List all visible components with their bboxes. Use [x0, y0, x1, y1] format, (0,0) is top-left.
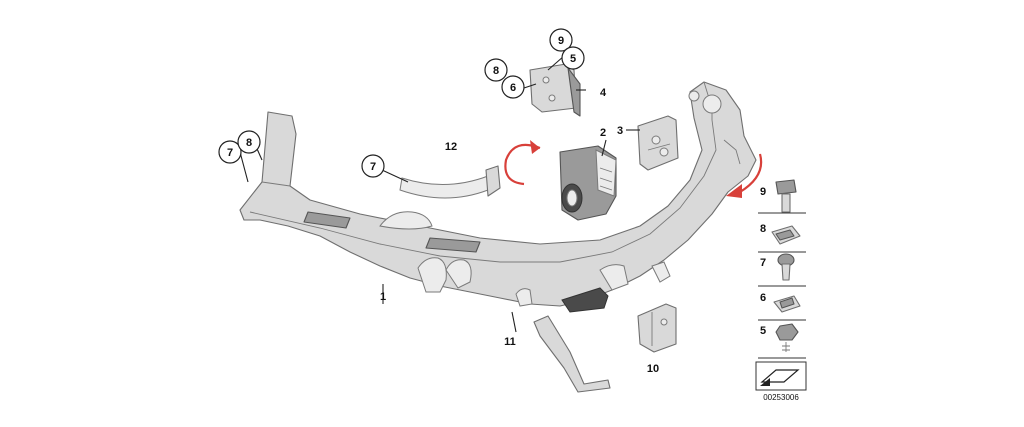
rotation-arrow-right-icon	[726, 153, 763, 198]
label-part-3: 3	[617, 125, 623, 137]
leader-lines	[239, 55, 640, 333]
clip-nut-icon	[771, 225, 801, 245]
label-part-12: 12	[445, 141, 457, 153]
label-part-11: 11	[504, 336, 516, 348]
callout-5-top: 5	[561, 46, 585, 70]
speed-nut-icon	[773, 295, 801, 313]
callout-label: 6	[510, 82, 516, 94]
callout-8-top: 8	[484, 58, 508, 82]
label-part-4: 4	[600, 87, 607, 99]
legend-label-8: 8	[760, 223, 766, 235]
callout-label: 7	[370, 161, 376, 173]
strap-bracket-part	[399, 165, 501, 199]
label-part-1: 1	[380, 291, 386, 303]
diagram-id: 00253006	[763, 393, 799, 402]
callout-label: 8	[246, 137, 252, 149]
hex-nut-icon	[775, 323, 799, 352]
rotation-arrow-left-icon	[504, 140, 541, 186]
control-unit-part	[559, 145, 617, 221]
angle-bracket-10	[637, 303, 677, 353]
screw-icon	[777, 253, 795, 281]
callout-6-top: 6	[501, 75, 525, 99]
callout-7-mid: 7	[361, 154, 385, 178]
legend-label-7: 7	[760, 257, 766, 269]
legend-label-6: 6	[760, 292, 766, 304]
legend-label-5: 5	[760, 325, 766, 337]
plate-bracket-3	[637, 115, 679, 171]
callout-label: 7	[227, 147, 233, 159]
bolt-icon	[775, 179, 797, 213]
support-strut-part	[533, 315, 611, 393]
callout-8-left: 8	[237, 130, 261, 154]
diagram-reference-icon	[755, 361, 807, 391]
callout-label: 5	[570, 53, 576, 65]
label-part-2: 2	[600, 127, 606, 139]
callout-label: 9	[558, 35, 564, 47]
plate-bracket-4	[529, 63, 581, 117]
callout-label: 8	[493, 65, 499, 77]
callout-9-top: 9	[549, 28, 573, 52]
label-part-10: 10	[647, 363, 659, 375]
legend-label-9: 9	[760, 186, 766, 198]
fastener-legend	[755, 179, 807, 391]
callout-7-left: 7	[218, 140, 242, 164]
carrier-bracket-part	[239, 81, 757, 313]
